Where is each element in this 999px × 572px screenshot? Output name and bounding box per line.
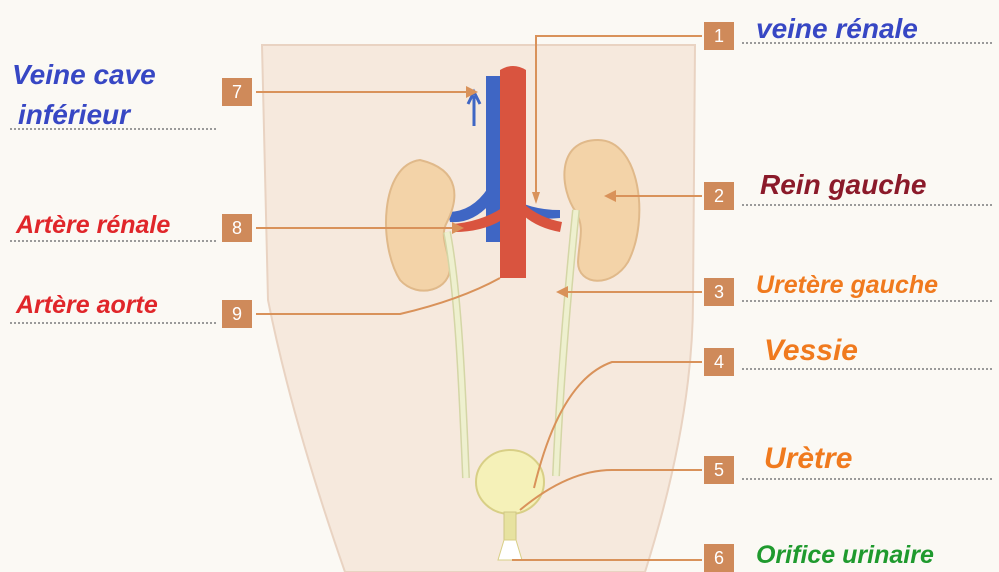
- label-veine-cave-line1: Veine cave: [12, 60, 156, 90]
- label-veine-renale: veine rénale: [756, 14, 918, 44]
- number-box-2: 2: [704, 182, 734, 210]
- dotted-line-4: [742, 368, 992, 370]
- label-vessie: Vessie: [764, 336, 858, 366]
- bladder: [476, 450, 544, 514]
- kidney-right: [386, 160, 454, 291]
- number-box-1: 1: [704, 22, 734, 50]
- label-artere-renale: Artère rénale: [16, 210, 170, 240]
- aorta: [500, 66, 526, 278]
- label-artere-aorte: Artère aorte: [16, 290, 158, 320]
- dotted-line-2: [742, 204, 992, 206]
- label-orifice-urinaire: Orifice urinaire: [756, 540, 934, 570]
- number-box-4: 4: [704, 348, 734, 376]
- number-box-8: 8: [222, 214, 252, 242]
- dotted-line-9: [10, 322, 216, 324]
- number-box-3: 3: [704, 278, 734, 306]
- label-uretre: Urètre: [764, 444, 852, 474]
- label-veine-cave-line2: inférieur: [18, 100, 130, 130]
- urethra: [504, 512, 516, 540]
- dotted-line-5: [742, 478, 992, 480]
- number-box-7: 7: [222, 78, 252, 106]
- number-box-5: 5: [704, 456, 734, 484]
- number-box-9: 9: [222, 300, 252, 328]
- label-uretere-gauche: Uretère gauche: [756, 270, 938, 300]
- number-box-6: 6: [704, 544, 734, 572]
- dotted-line-8: [10, 240, 216, 242]
- label-rein-gauche: Rein gauche: [760, 170, 926, 200]
- dotted-line-3: [742, 300, 992, 302]
